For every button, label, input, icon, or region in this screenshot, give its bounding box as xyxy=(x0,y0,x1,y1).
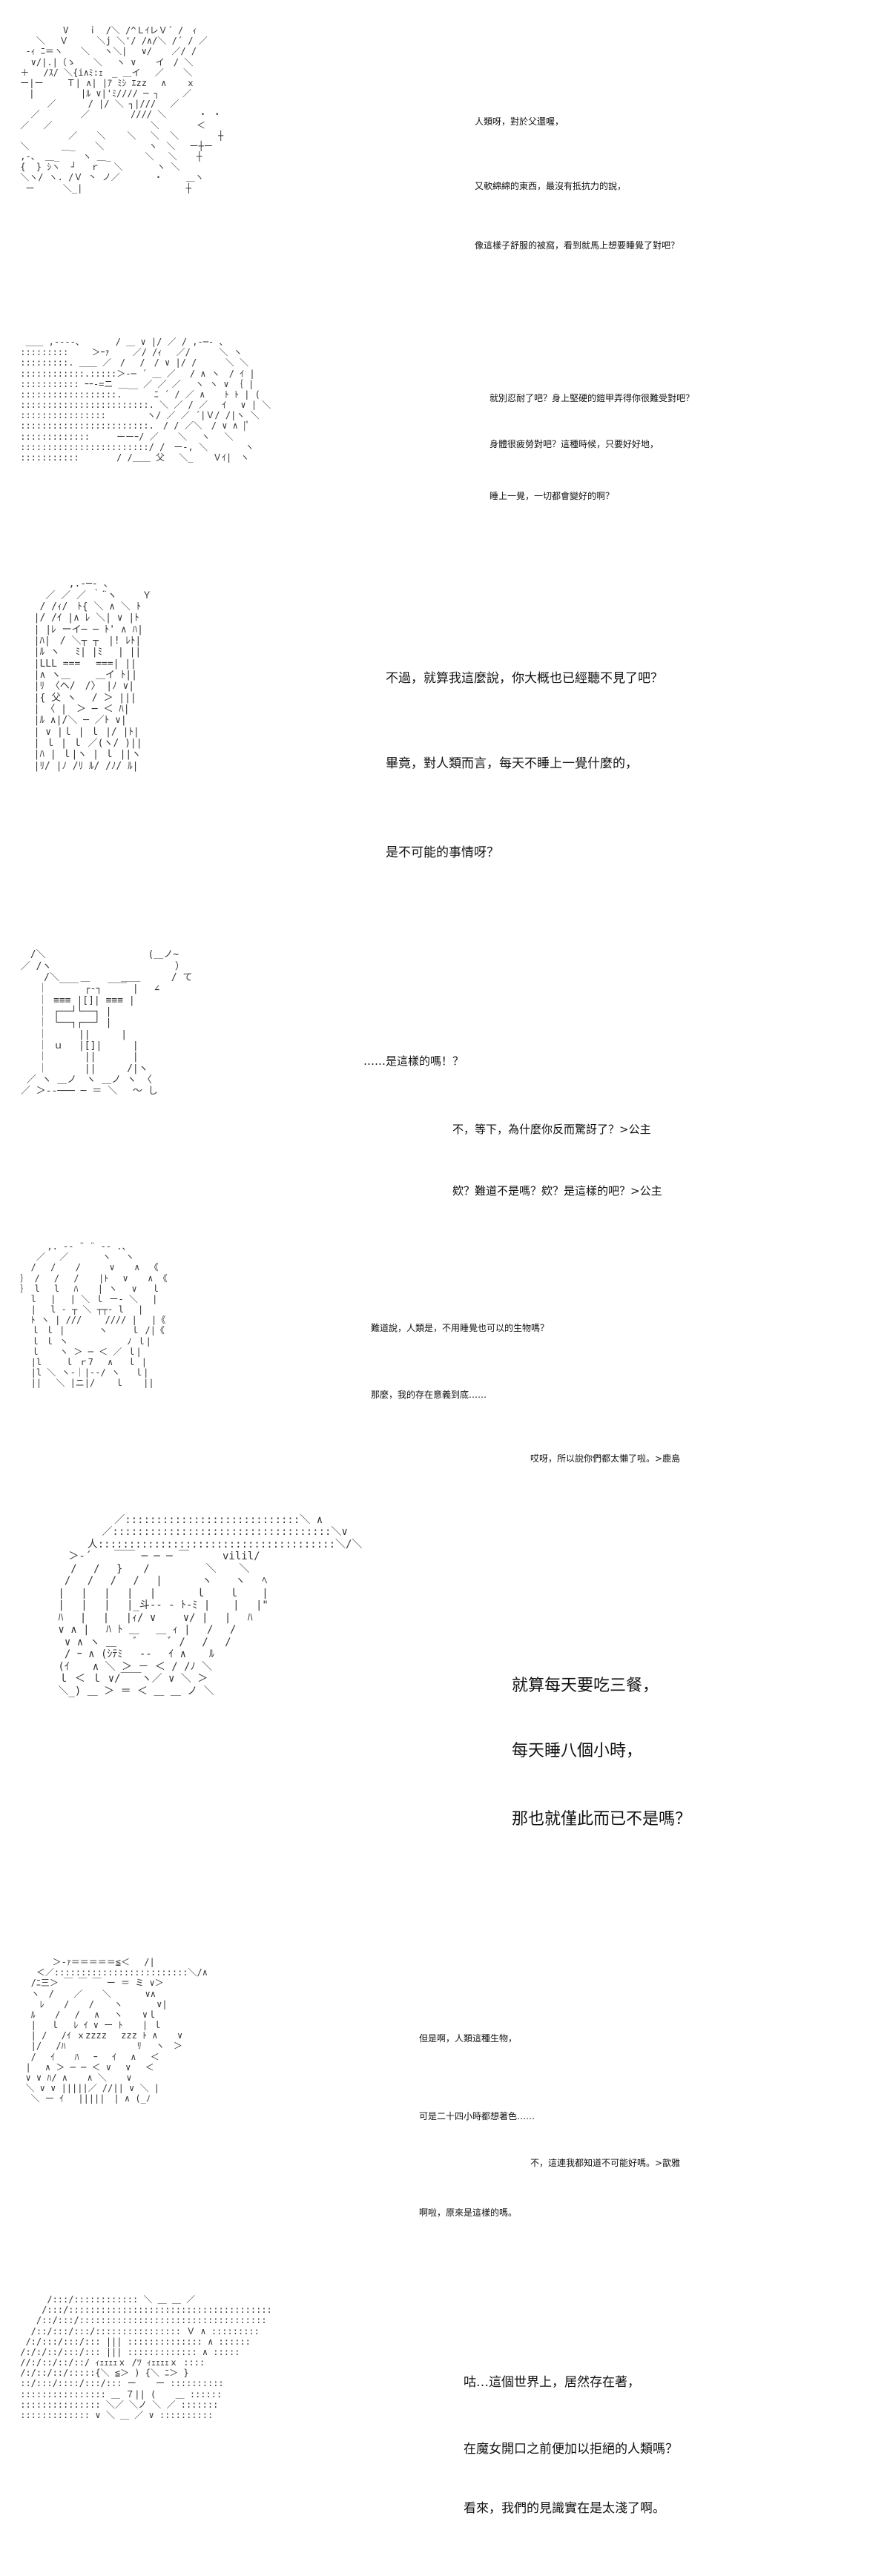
ascii-art-long-haired-girl: ,. -‐ ¨ ¨ ‐- .、 ／ ／ ヽ ヽ / / / ∨ ∧ 《 ｝ / … xyxy=(20,1241,168,1389)
dialog-line: 不，這連我都知道不可能好嗎。>歆雅 xyxy=(530,2158,681,2168)
dialog-line: 像這樣子舒服的被窩，看到就馬上想要睡覺了對吧？ xyxy=(475,240,680,251)
panel-5: ,. -‐ ¨ ¨ ‐- .、 ／ ／ ヽ ヽ / / / ∨ ∧ 《 ｝ / … xyxy=(0,1223,890,1487)
panel-1: V ｉ /＼ /^ＬｲレＶ´ / ｨ ＼ Ｖ ＼j ＼'/ /∧/＼ /´ / … xyxy=(0,0,890,311)
dialog-line: 啊啦，原來是這樣的嗎。 xyxy=(419,2207,518,2218)
ascii-art-armored-knight: /＼ (＿ノ~ ／ /ヽ ） /＼ ＿ ＿＿ / て ｜ ￣￣ ┌‐┐ ￣￣ |… xyxy=(20,949,193,1097)
dialog-line: 睡上一覺，一切都會變好的啊？ xyxy=(490,491,615,501)
dialog-line: 就別忍耐了吧？身上堅硬的鎧甲弄得你很難受對吧？ xyxy=(490,393,695,403)
dialog-line: 可是二十四小時都想著色…… xyxy=(419,2111,535,2121)
dialog-line: 每天睡八個小時， xyxy=(512,1742,643,1760)
panel-4: /＼ (＿ノ~ ／ /ヽ ） /＼ ＿ ＿＿ / て ｜ ￣￣ ┌‐┐ ￣￣ |… xyxy=(0,923,890,1223)
ascii-art-sleeping-creature: V ｉ /＼ /^ＬｲレＶ´ / ｨ ＼ Ｖ ＼j ＼'/ /∧/＼ /´ / … xyxy=(20,25,224,194)
dialog-line: 又軟綿綿的東西，最沒有抵抗力的說， xyxy=(475,181,627,191)
dialog-line: 人類呀，對於父還喔， xyxy=(475,116,564,127)
dialog-line: 那也就僅此而已不是嗎？ xyxy=(512,1810,692,1829)
dialog-line: 那麼，我的存在意義到底…… xyxy=(371,1390,487,1400)
dialog-line: 哎呀，所以說你們都太懶了啦。>鹿島 xyxy=(530,1453,681,1464)
panel-6: ／::::::::::::::::::::::::::::＼ ∧ ／::::::… xyxy=(0,1487,890,1932)
dialog-line: 咕…這個世界上，居然存在著， xyxy=(464,2375,640,2390)
dialog-line: 在魔女開口之前便加以拒絕的人類嗎？ xyxy=(464,2442,678,2457)
ascii-art-horned-girl: ＞‐ｧ＝＝＝＝＝≦＜ /| ＜／::::::::::::::::::::::::… xyxy=(25,1957,208,2104)
ascii-art-witch-portrait: ,.-─‐ 、 ／ ／ ／ ｀¨ヽ Ｙ / /ｨ/ ﾄ{ ＼ ∧ ＼ ﾄ |/ … xyxy=(33,578,152,772)
dialog-line: ……是這樣的嗎！？ xyxy=(363,1054,464,1068)
dialog-line: 但是啊，人類這種生物， xyxy=(419,2033,518,2044)
panel-7: ＞‐ｧ＝＝＝＝＝≦＜ /| ＜／::::::::::::::::::::::::… xyxy=(0,1932,890,2269)
ascii-art-hat-girl: ／::::::::::::::::::::::::::::＼ ∧ ／::::::… xyxy=(58,1513,363,1697)
dialog-line: 畢竟，對人類而言，每天不睡上一覺什麼的， xyxy=(386,756,638,771)
ascii-art-bedding-figure: ＿＿ ,-‐‐-、 / ＿ ∨ |/ ／ / ,-─‐ 、 ::::::::: … xyxy=(20,337,271,463)
dialog-line: 是不可能的事情呀？ xyxy=(386,845,499,860)
dialog-line: 不過，就算我這麼說，你大概也已經聽不見了吧？ xyxy=(386,671,663,686)
panel-8: /:::/:::::::::::: ＼ ＿ ＿ ／ /:::/:::::::::… xyxy=(0,2269,890,2576)
dialog-line: 欸？難道不是嗎？欸？是這樣的吧？>公主 xyxy=(452,1184,662,1198)
ascii-art-shadowed-figure: /:::/:::::::::::: ＼ ＿ ＿ ／ /:::/:::::::::… xyxy=(20,2294,272,2420)
dialog-line: 就算每天要吃三餐， xyxy=(512,1677,659,1695)
dialog-line: 看來，我們的見識實在是太淺了啊。 xyxy=(464,2501,665,2516)
panel-2: ＿＿ ,-‐‐-、 / ＿ ∨ |/ ／ / ,-─‐ 、 ::::::::: … xyxy=(0,311,890,541)
dialog-line: 不，等下，為什麼你反而驚訝了？>公主 xyxy=(452,1123,651,1136)
dialog-line: 身體很疲勞對吧？這種時候，只要好好地， xyxy=(490,439,659,449)
panel-3: ,.-─‐ 、 ／ ／ ／ ｀¨ヽ Ｙ / /ｨ/ ﾄ{ ＼ ∧ ＼ ﾄ |/ … xyxy=(0,552,890,905)
dialog-line: 難道說，人類是，不用睡覺也可以的生物嗎？ xyxy=(371,1323,550,1333)
